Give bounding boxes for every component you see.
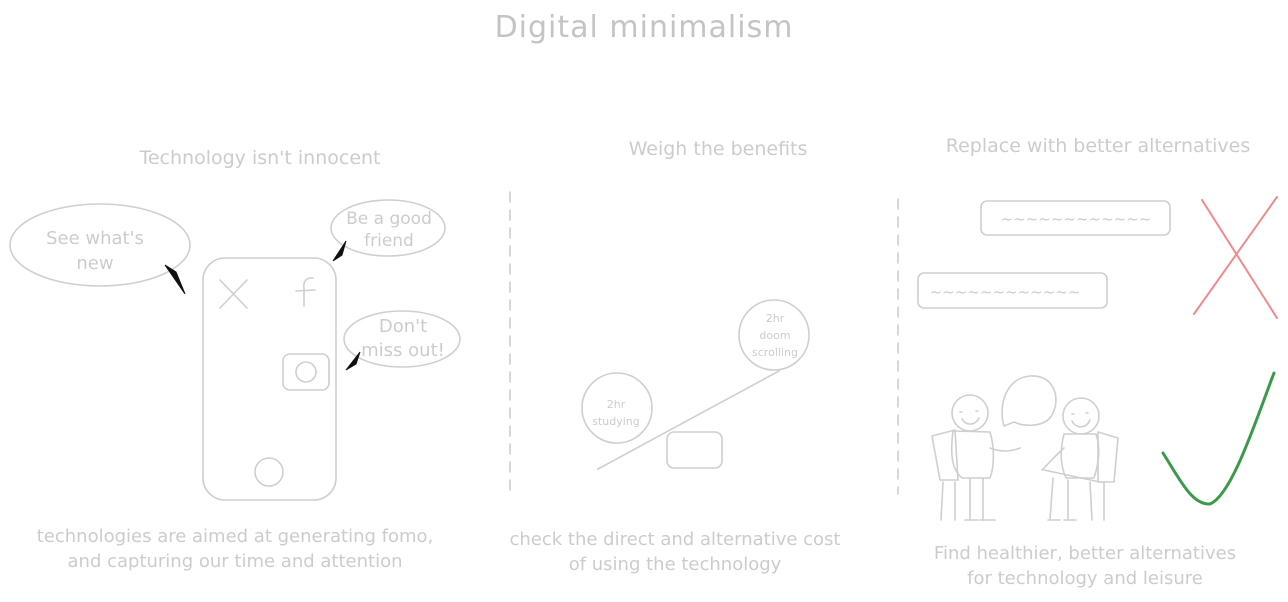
checkmark-icon bbox=[1161, 371, 1276, 506]
panel-3-caption-line-2: for technology and leisure bbox=[967, 568, 1203, 589]
panel-2-caption: check the direct and alternative cost of… bbox=[485, 527, 865, 577]
seesaw-plank bbox=[597, 370, 780, 470]
bubble-2-line-1: Be a good bbox=[346, 209, 432, 229]
weight-right-line-3: scrolling bbox=[752, 346, 798, 359]
pointer-3 bbox=[345, 351, 361, 371]
alternative-box-1 bbox=[980, 200, 1171, 236]
bubble-3-line-1: Don't bbox=[379, 316, 427, 337]
weight-studying bbox=[581, 372, 653, 444]
alternative-box-2 bbox=[917, 272, 1108, 309]
person-right bbox=[1041, 397, 1119, 521]
bubble-1-line-1: See what's bbox=[46, 228, 144, 249]
bubble-dont-miss-out bbox=[343, 310, 461, 368]
instagram-icon bbox=[282, 353, 330, 391]
person-left bbox=[931, 394, 1021, 521]
weight-right-line-1: 2hr bbox=[766, 312, 785, 325]
bubble-2-line-2: friend bbox=[364, 231, 414, 251]
panel-3-caption-line-1: Find healthier, better alternatives bbox=[933, 543, 1237, 564]
weight-right-line-2: doom bbox=[759, 329, 790, 342]
seesaw-fulcrum bbox=[666, 431, 723, 469]
bubble-see-whats-new bbox=[9, 203, 191, 287]
phone-home-button bbox=[254, 457, 284, 487]
alternative-box-2-text: ~~~~~~~~~~~~ bbox=[930, 283, 1081, 301]
pointer-2 bbox=[332, 240, 347, 262]
panel-1-caption-line-1: technologies are aimed at generating fom… bbox=[36, 526, 434, 547]
pointer-1 bbox=[164, 264, 186, 295]
panel-1-caption-line-2: and capturing our time and attention bbox=[67, 551, 403, 572]
x-logo-icon bbox=[219, 279, 248, 309]
page-title: Digital minimalism bbox=[494, 10, 794, 45]
facebook-icon bbox=[295, 277, 316, 307]
cross-icon bbox=[1193, 196, 1278, 319]
bubble-be-a-good-friend bbox=[330, 199, 446, 257]
panel-2-title: Weigh the benefits bbox=[628, 138, 808, 160]
bubble-1-line-2: new bbox=[76, 253, 113, 274]
panel-1-caption: technologies are aimed at generating fom… bbox=[15, 524, 455, 574]
panel-2-caption-line-2: of using the technology bbox=[568, 554, 782, 575]
weight-left-line-1: 2hr bbox=[607, 398, 626, 411]
panel-2-caption-line-1: check the direct and alternative cost bbox=[509, 529, 841, 550]
weight-left-line-2: studying bbox=[592, 415, 640, 428]
panel-3-title: Replace with better alternatives bbox=[945, 135, 1251, 157]
weight-doom-scrolling bbox=[738, 299, 810, 371]
panel-1-title: Technology isn't innocent bbox=[139, 147, 381, 169]
bubble-pointers bbox=[164, 240, 361, 371]
phone-outline bbox=[202, 257, 337, 501]
alternative-box-1-text: ~~~~~~~~~~~~ bbox=[1001, 210, 1152, 228]
conversation-bubble bbox=[1001, 375, 1057, 427]
panel-3-caption: Find healthier, better alternatives for … bbox=[905, 541, 1265, 591]
bubble-3-line-2: miss out! bbox=[361, 340, 445, 361]
